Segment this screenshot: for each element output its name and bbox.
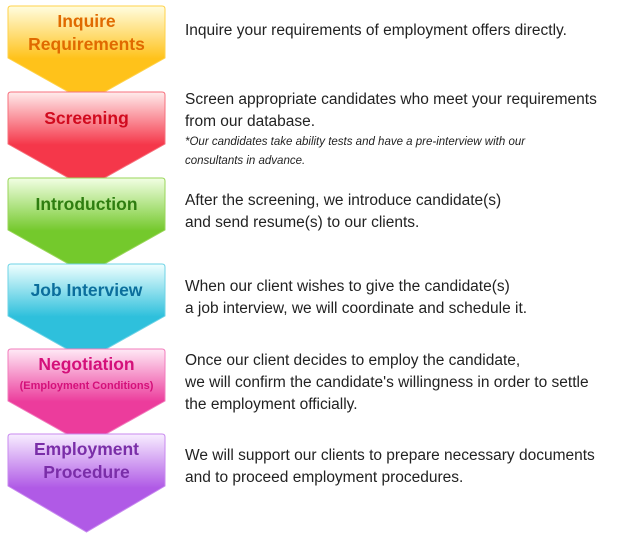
- description-line: and send resume(s) to our clients.: [185, 214, 420, 231]
- description-note: consultants in advance.: [185, 155, 306, 167]
- step-description-negotiation: Once our client decides to employ the ca…: [185, 350, 589, 416]
- description-line: we will confirm the candidate's willingn…: [185, 374, 589, 391]
- step-arrow-introduction: [7, 177, 166, 275]
- step-title-employment-procedure: Employment: [34, 439, 139, 459]
- description-line: a job interview, we will coordinate and …: [185, 300, 528, 317]
- description-line: When our client wishes to give the candi…: [185, 278, 510, 295]
- step-title-negotiation: Negotiation: [38, 354, 134, 374]
- step-description-screening: Screen appropriate candidates who meet y…: [185, 89, 597, 171]
- step-description-employment-procedure: We will support our clients to prepare n…: [185, 445, 595, 489]
- step-title-negotiation: (Employment Conditions): [20, 380, 154, 392]
- description-line: Screen appropriate candidates who meet y…: [185, 91, 597, 108]
- description-line: the employment officially.: [185, 396, 358, 413]
- description-line: and to proceed employment procedures.: [185, 469, 464, 486]
- step-arrow-negotiation: [7, 348, 166, 446]
- step-description-introduction: After the screening, we introduce candid…: [185, 190, 501, 234]
- step-arrow-job-interview: [7, 263, 166, 361]
- description-line: We will support our clients to prepare n…: [185, 447, 595, 464]
- step-title-introduction: Introduction: [35, 194, 137, 214]
- step-arrow-employment-procedure: [7, 433, 166, 533]
- step-description-inquire-requirements: Inquire your requirements of employment …: [185, 20, 567, 42]
- description-line: from our database.: [185, 113, 316, 130]
- step-title-screening: Screening: [44, 108, 129, 128]
- step-title-inquire-requirements: Inquire: [57, 11, 116, 31]
- description-note: *Our candidates take ability tests and h…: [185, 136, 526, 148]
- step-title-job-interview: Job Interview: [31, 280, 143, 300]
- step-title-employment-procedure: Procedure: [43, 462, 130, 482]
- step-arrow-inquire-requirements: [7, 5, 166, 103]
- step-description-job-interview: When our client wishes to give the candi…: [185, 276, 527, 320]
- description-line: After the screening, we introduce candid…: [185, 192, 502, 209]
- step-title-inquire-requirements: Requirements: [28, 34, 145, 54]
- step-arrow-screening: [7, 91, 166, 189]
- description-line: Once our client decides to employ the ca…: [185, 352, 521, 369]
- description-line: Inquire your requirements of employment …: [185, 22, 567, 39]
